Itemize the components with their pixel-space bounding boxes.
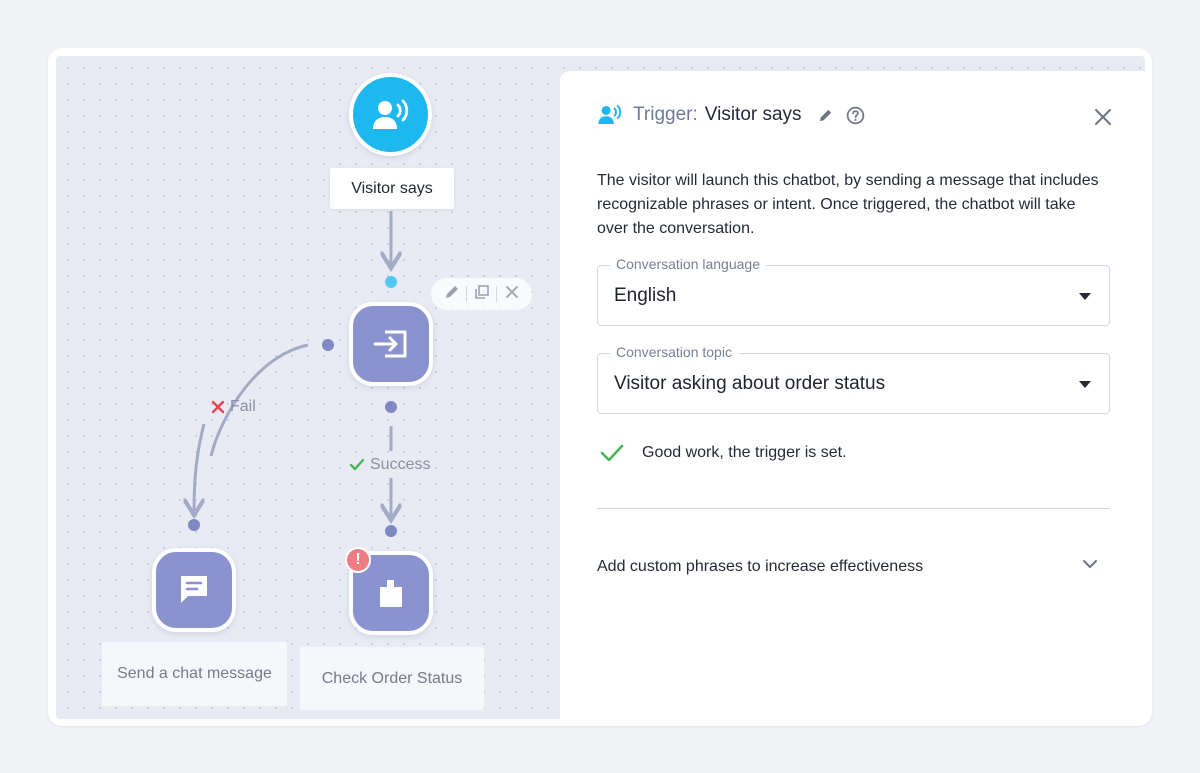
check-order-node[interactable] <box>349 551 433 635</box>
toolbar-divider <box>466 286 467 302</box>
trigger-description: The visitor will launch this chatbot, by… <box>597 172 1099 237</box>
close-panel-button[interactable] <box>1091 105 1115 129</box>
close-icon <box>1095 109 1111 125</box>
warning-badge: ! <box>345 547 371 573</box>
edge-fail-lower <box>194 423 206 511</box>
fail-edge-label: Fail <box>211 398 256 416</box>
caret-down-icon <box>1079 293 1091 300</box>
panel-title-key: Trigger: <box>633 104 698 125</box>
section-divider <box>597 508 1110 509</box>
cross-icon <box>211 400 225 414</box>
visitor-speaking-icon <box>372 99 408 129</box>
port-middle-top <box>385 276 397 288</box>
delete-x-icon[interactable] <box>504 284 520 305</box>
panel-header: Trigger: Visitor says <box>597 101 865 129</box>
trigger-node-label[interactable]: Visitor says <box>330 168 454 209</box>
visitor-speaking-icon <box>598 104 622 125</box>
conversation-language-select[interactable]: Conversation language English <box>597 256 1110 326</box>
order-box-icon <box>380 580 402 607</box>
edge-fail <box>209 343 309 457</box>
fail-label-text: Fail <box>230 398 256 415</box>
conversation-language-label: Conversation language <box>610 256 766 272</box>
check-icon <box>600 444 624 462</box>
port-send-top <box>188 519 200 531</box>
send-message-node-label[interactable]: Send a chat message <box>102 642 287 706</box>
caret-down-icon <box>1079 381 1091 388</box>
trigger-settings-panel: Trigger: Visitor says The visitor will l… <box>560 71 1145 719</box>
conversation-topic-select[interactable]: Conversation topic Visitor asking about … <box>597 344 1110 414</box>
toolbar-divider <box>496 286 497 302</box>
custom-phrases-accordion[interactable]: Add custom phrases to increase effective… <box>597 549 1110 585</box>
send-message-node[interactable] <box>152 548 236 632</box>
flow-edges <box>56 211 1145 537</box>
trigger-status: Good work, the trigger is set. <box>600 444 847 462</box>
conversation-topic-value: Visitor asking about order status <box>614 373 886 394</box>
chevron-down-icon <box>1083 560 1097 568</box>
panel-title-value: Visitor says <box>704 104 802 125</box>
duplicate-icon[interactable] <box>474 284 490 305</box>
trigger-status-text: Good work, the trigger is set. <box>642 444 847 461</box>
edit-title-pencil-icon[interactable] <box>818 108 833 123</box>
port-middle-left <box>322 339 334 351</box>
conversation-topic-label: Conversation topic <box>610 344 738 360</box>
conversation-language-value: English <box>614 285 677 306</box>
custom-phrases-label: Add custom phrases to increase effective… <box>597 558 924 575</box>
chat-message-icon <box>181 576 207 603</box>
trigger-node[interactable] <box>349 73 432 156</box>
port-check-top <box>385 525 397 537</box>
check-order-node-label[interactable]: Check Order Status <box>300 647 484 710</box>
edit-pencil-icon[interactable] <box>444 284 460 305</box>
help-question-icon[interactable] <box>846 106 865 125</box>
port-middle-bottom <box>385 401 397 413</box>
condition-node[interactable] <box>349 302 433 386</box>
node-toolbar <box>431 278 532 310</box>
success-label-text: Success <box>370 456 431 473</box>
enter-arrow-icon <box>373 330 407 358</box>
check-icon <box>349 458 365 471</box>
success-edge-label: Success <box>349 456 430 474</box>
